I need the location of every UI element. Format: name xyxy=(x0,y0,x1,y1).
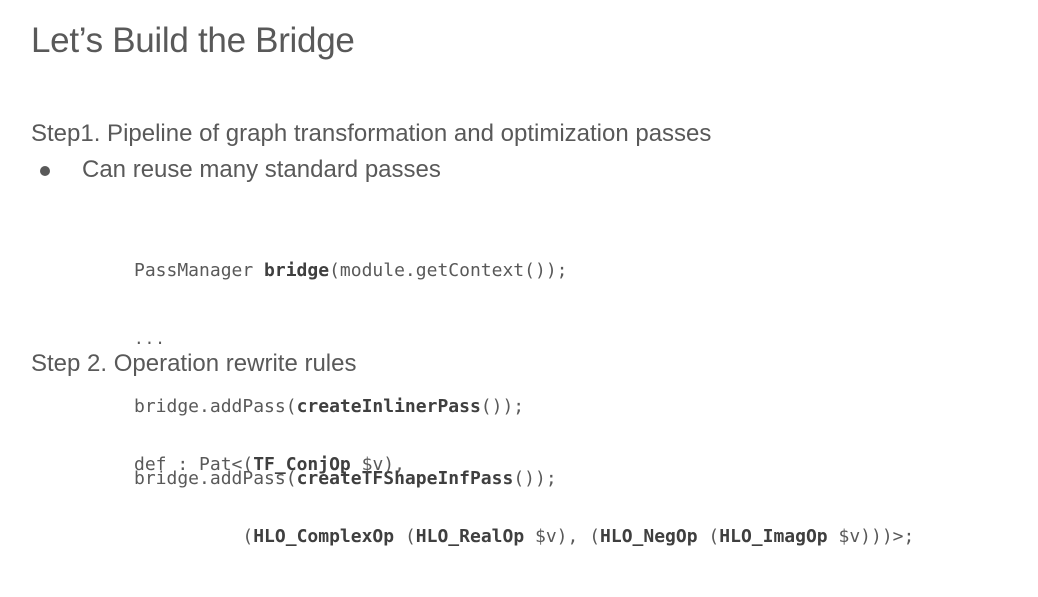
code-text: PassManager xyxy=(134,260,265,281)
slide-title: Let’s Build the Bridge xyxy=(31,21,355,60)
code-bold-text: createInlinerPass xyxy=(296,396,481,417)
code-text: (module.getContext()); xyxy=(329,260,568,281)
code-block-rewrite-rule: def : Pat<(TF_ConjOp $v), (HLO_ComplexOp… xyxy=(134,405,914,597)
code-bold-text: HLO_RealOp xyxy=(415,526,525,547)
bullet-text: Can reuse many standard passes xyxy=(82,156,441,183)
code-bold-text: HLO_ComplexOp xyxy=(253,526,395,547)
code-bold-text: HLO_ImagOp xyxy=(719,526,828,547)
code-text: $v)))>; xyxy=(827,526,915,547)
code-line: bridge.addPass(createInlinerPass()); xyxy=(134,395,568,419)
code-bold-text: TF_ConjOp xyxy=(253,454,351,475)
code-text: bridge.addPass( xyxy=(134,396,297,417)
code-text: $v), xyxy=(350,454,405,475)
slide: Let’s Build the Bridge Step1. Pipeline o… xyxy=(31,21,914,547)
code-line: PassManager bridge(module.getContext()); xyxy=(134,259,568,283)
code-line: (HLO_ComplexOp (HLO_RealOp $v), (HLO_Neg… xyxy=(134,525,914,549)
code-block-pass-manager: PassManager bridge(module.getContext());… xyxy=(134,211,568,539)
bullet-dot-icon xyxy=(40,166,50,176)
step2-heading: Step 2. Operation rewrite rules xyxy=(31,350,357,377)
code-text: ( xyxy=(134,526,254,547)
code-bold-text: createTFShapeInfPass xyxy=(296,468,514,489)
code-text: ( xyxy=(697,526,720,547)
code-text: ( xyxy=(394,526,416,547)
step1-heading: Step1. Pipeline of graph transformation … xyxy=(31,120,712,147)
code-bold-text: bridge xyxy=(264,260,330,281)
code-bold-text: HLO_NegOp xyxy=(600,526,698,547)
code-line: bridge.addPass(createTFShapeInfPass()); xyxy=(134,467,568,491)
code-text: def : Pat<( xyxy=(134,454,254,475)
code-text: ()); xyxy=(480,396,525,417)
code-text: ()); xyxy=(513,468,557,489)
code-line: def : Pat<(TF_ConjOp $v), xyxy=(134,453,914,477)
code-text: bridge.addPass( xyxy=(134,468,297,489)
code-line-ellipsis: ... xyxy=(134,329,166,348)
code-text: $v), ( xyxy=(524,526,601,547)
